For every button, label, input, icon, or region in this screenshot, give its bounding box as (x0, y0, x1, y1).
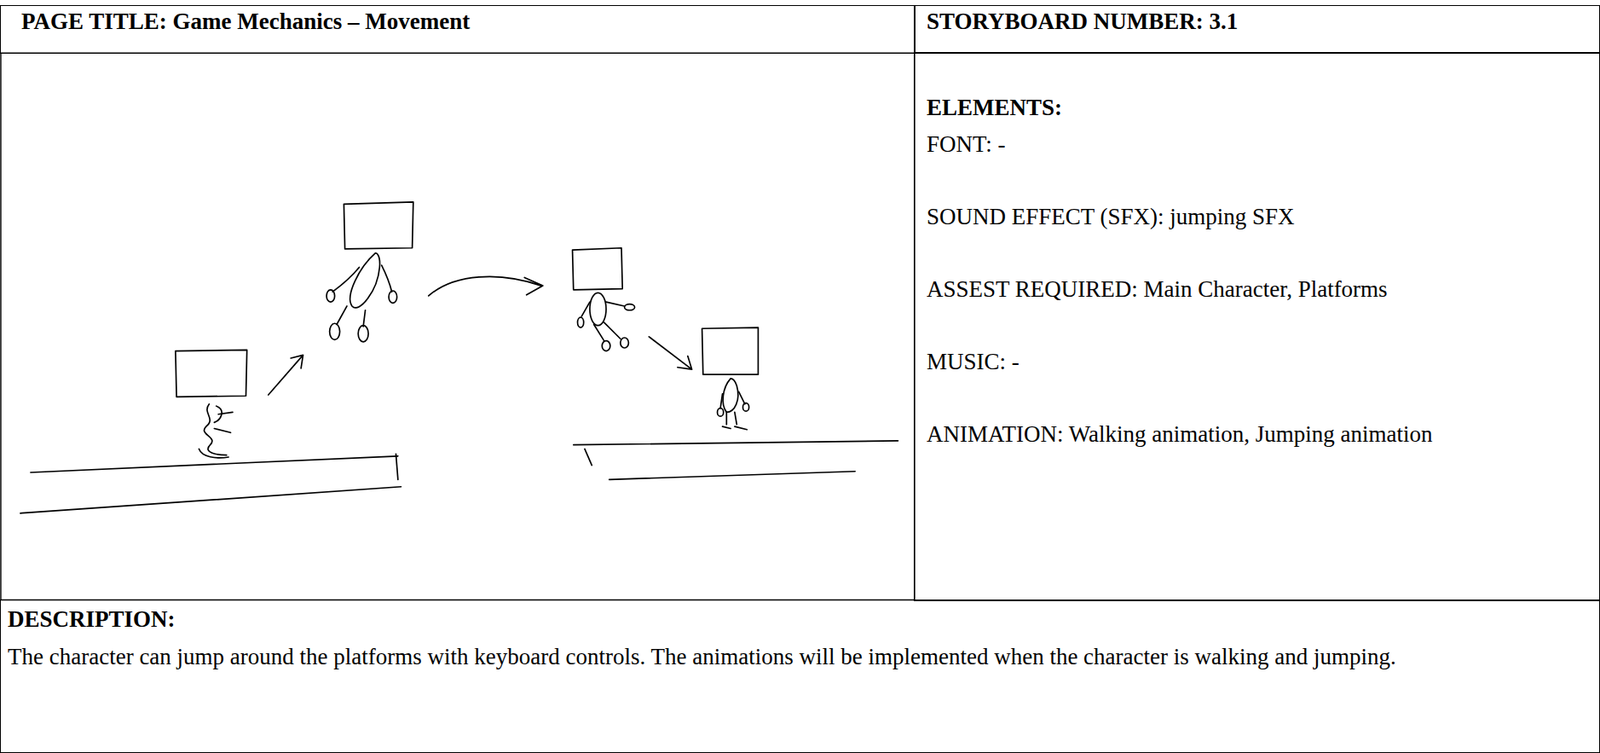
title-cell: PAGE TITLE: Game Mechanics – Movement (0, 5, 916, 54)
right-platform (573, 440, 899, 480)
body-text: ANIMATION: Walking animation, Jumping an… (926, 420, 1588, 448)
left-platform (20, 453, 402, 513)
body-text: SOUND EFFECT (SFX): jumping SFX (926, 202, 1588, 231)
heading-text: PAGE TITLE: Game Mechanics – Movement (21, 7, 895, 35)
body-text: MUSIC: - (926, 347, 1588, 376)
sketch-cell-border (0, 52, 915, 600)
heading-text: ELEMENTS: (926, 93, 1588, 122)
number-cell: STORYBOARD NUMBER: 3.1 (913, 5, 1600, 54)
character-crouch (175, 349, 248, 457)
heading-text: DESCRIPTION: (7, 605, 1593, 633)
character-stand (702, 327, 759, 430)
jump-arrow (268, 354, 304, 395)
body-text: FONT: - (926, 130, 1588, 158)
character-fall (572, 248, 636, 352)
body-text: ASSEST REQUIRED: Main Character, Platfor… (926, 275, 1588, 303)
description-cell: DESCRIPTION: The character can jump aroun… (0, 599, 1600, 753)
heading-text: STORYBOARD NUMBER: 3.1 (926, 7, 1588, 35)
elements-cell: ELEMENTS: FONT: - SOUND EFFECT (SFX): jump… (913, 51, 1600, 601)
arc-arrow (428, 276, 543, 296)
land-arrow (648, 336, 692, 370)
character-jump (326, 202, 414, 342)
body-text: The character can jump around the platfo… (7, 639, 1593, 674)
